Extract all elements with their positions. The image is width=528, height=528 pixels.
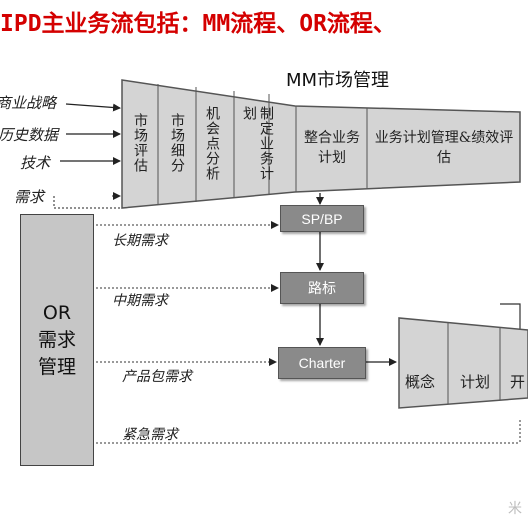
roadmap-box: 路标 [280,272,364,304]
page-title: IPD主业务流包括：MM流程、OR流程、 [0,11,396,37]
sp-bp-box: SP/BP [280,205,364,232]
mm-step-opportunity-label: 机会点分析 [204,106,220,181]
charter-box: Charter [278,347,366,379]
mm-step-integrate: 整合业务计划 [304,130,360,166]
or-label-manage: 管理 [37,355,76,378]
input-label-strategy: 商业战略 [0,94,57,112]
ipd-stage-plan: 计划 [460,373,491,391]
input-arrow [65,103,121,112]
mm-step-opportunity: 机会点分析 [203,106,231,192]
mm-step-market-eval: 市场评估 [132,113,148,173]
ipd-funnel-shape [398,317,528,409]
ipd-stage-concept: 概念 [405,373,436,391]
input-arrow-dotted [53,196,120,209]
or-box-text: OR 需求 管理 [38,300,76,381]
connector-line [500,303,521,330]
or-box: OR 需求 管理 [20,214,94,466]
mm-step-manage: 业务计划管理&绩效评估 [374,130,514,166]
input-label-history: 历史数据 [0,126,59,144]
input-label-tech: 技术 [20,154,51,172]
demand-product-package: 产品包需求 [122,369,192,385]
mm-step-market-segment: 市场细分 [169,113,185,173]
mm-title: MM市场管理 [286,70,390,91]
mm-step-plan: 制定业务计划 [240,106,274,192]
demand-long-term: 长期需求 [112,233,168,249]
ipd-stage-develop: 开 [510,373,526,391]
or-label-demand: 需求 [37,328,76,351]
mm-funnel-shape [121,79,521,209]
or-label: OR [42,301,72,324]
input-label-demand: 需求 [14,188,45,206]
demand-urgent: 紧急需求 [122,427,178,443]
mm-step-plan-label: 制定业务计划 [241,106,274,181]
demand-mid-term: 中期需求 [112,293,168,309]
watermark: 米 [508,501,522,517]
